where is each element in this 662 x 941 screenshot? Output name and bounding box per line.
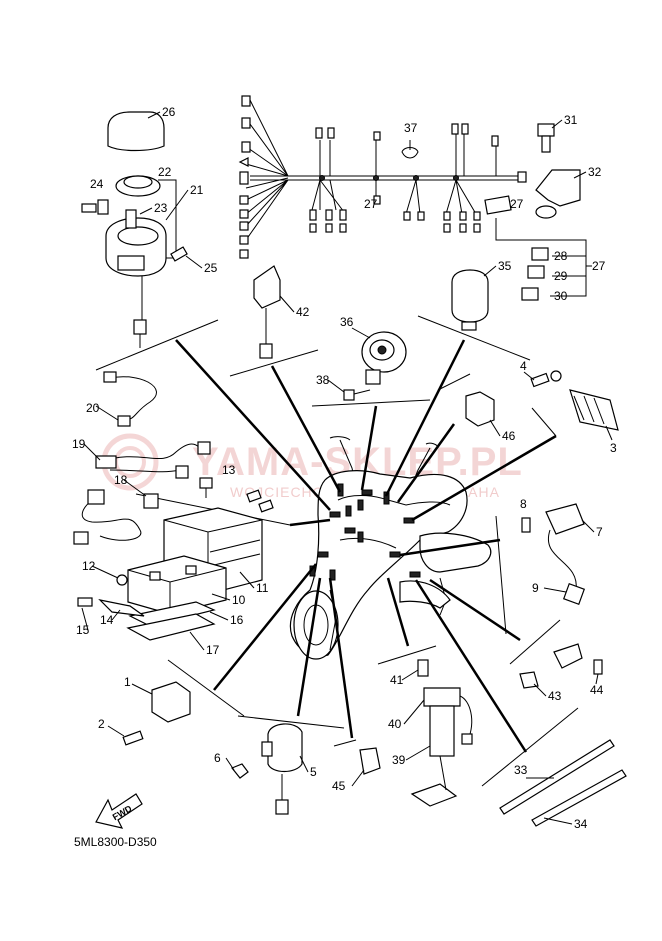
label-31: 31: [564, 113, 578, 127]
part-17-pad: [126, 613, 216, 641]
label-5: 5: [310, 765, 317, 779]
part-34-cable-tie: [531, 769, 627, 827]
label-37: 37: [404, 121, 418, 135]
label-32: 32: [588, 165, 602, 179]
label-43: 43: [548, 689, 562, 703]
part-1-flasher-relay: [151, 681, 191, 723]
part-26-key-cover: [107, 111, 165, 152]
label-20: 20: [86, 401, 100, 415]
label-29: 29: [554, 269, 568, 283]
label-23: 23: [154, 201, 168, 215]
part-28-fuse: [531, 247, 549, 261]
label-18: 18: [114, 473, 128, 487]
main-wire-harness: [238, 95, 527, 259]
label-39: 39: [392, 753, 406, 767]
label-22: 22: [158, 165, 172, 179]
part-18-sub-wire: [81, 499, 142, 541]
label-45: 45: [332, 779, 346, 793]
part-33-cable-tie: [499, 739, 615, 815]
label-14: 14: [100, 613, 114, 627]
part-46-connector: [465, 391, 495, 427]
part-41-bolt: [417, 659, 429, 677]
part-24-bolt: [81, 203, 97, 213]
part-13-bolt: [199, 477, 213, 489]
leader-lines: [175, 339, 557, 753]
parts: [73, 111, 627, 827]
label-9: 9: [532, 581, 539, 595]
label-2: 2: [98, 717, 105, 731]
label-16: 16: [230, 613, 244, 627]
label-30: 30: [554, 289, 568, 303]
part-6-nut: [231, 763, 249, 779]
label-21: 21: [190, 183, 204, 197]
label-28: 28: [554, 249, 568, 263]
part-39-float: [410, 783, 458, 807]
part-5-starter-relay: [267, 723, 303, 773]
part-45-connector: [359, 747, 381, 775]
part-29-fuse: [527, 265, 545, 279]
label-19: 19: [72, 437, 86, 451]
label-10: 10: [232, 593, 246, 607]
part-35-relay: [451, 269, 489, 323]
label-8: 8: [520, 497, 527, 511]
label-46: 46: [502, 429, 516, 443]
label-24: 24: [90, 177, 104, 191]
part-3-rectifier: [569, 389, 619, 431]
part-38-bolt: [343, 389, 355, 401]
part-25-screw: [170, 246, 188, 262]
label-33: 33: [514, 763, 528, 777]
label-13: 13: [222, 463, 236, 477]
label-42: 42: [296, 305, 310, 319]
label-7: 7: [596, 525, 603, 539]
label-38: 38: [316, 373, 330, 387]
part-43-sensor: [519, 671, 539, 689]
diagram-code: 5ML8300-D350: [74, 835, 157, 849]
label-27-right: 27: [592, 259, 606, 273]
label-27-harness-a: 27: [364, 197, 378, 211]
label-12: 12: [82, 559, 96, 573]
part-7-ignition-coil: [545, 503, 585, 535]
label-25: 25: [204, 261, 218, 275]
part-16-pad: [128, 601, 216, 627]
part-2-bolt: [122, 730, 144, 746]
label-26: 26: [162, 105, 176, 119]
part-8-bolt: [521, 517, 531, 533]
label-17: 17: [206, 643, 220, 657]
part-10-battery-box: [127, 555, 227, 615]
label-ticks: [81, 111, 613, 825]
part-9-plug-cap: [562, 582, 586, 606]
part-42-relay: [253, 265, 281, 309]
label-6: 6: [214, 751, 221, 765]
label-15: 15: [76, 623, 90, 637]
label-11: 11: [256, 581, 269, 595]
label-41: 41: [390, 673, 404, 687]
part-30-fuse: [521, 287, 539, 301]
callout-labels: 26 31 37 22 21 24 23 25 32 28 29 30 27 3…: [72, 105, 617, 831]
part-40-fuel-pump: [423, 687, 461, 707]
fwd-arrow: FWD: [95, 793, 143, 829]
label-40: 40: [388, 717, 402, 731]
label-27-harness-b: 27: [510, 197, 524, 211]
label-35: 35: [498, 259, 512, 273]
part-31-bolt: [537, 123, 555, 137]
part-14-band: [98, 599, 145, 617]
label-1: 1: [124, 675, 131, 689]
part-19-sub-wire: [99, 443, 201, 463]
label-3: 3: [610, 441, 617, 455]
label-44: 44: [590, 683, 604, 697]
part-15-bolt: [77, 597, 93, 607]
part-12-nut: [116, 574, 128, 586]
part-44-bolt: [593, 659, 603, 675]
part-20-sub-wire: [109, 376, 157, 421]
part-4-bolt: [530, 372, 550, 388]
label-36: 36: [340, 315, 354, 329]
part-32-bracket: [535, 169, 581, 207]
label-34: 34: [574, 817, 588, 831]
label-4: 4: [520, 359, 527, 373]
